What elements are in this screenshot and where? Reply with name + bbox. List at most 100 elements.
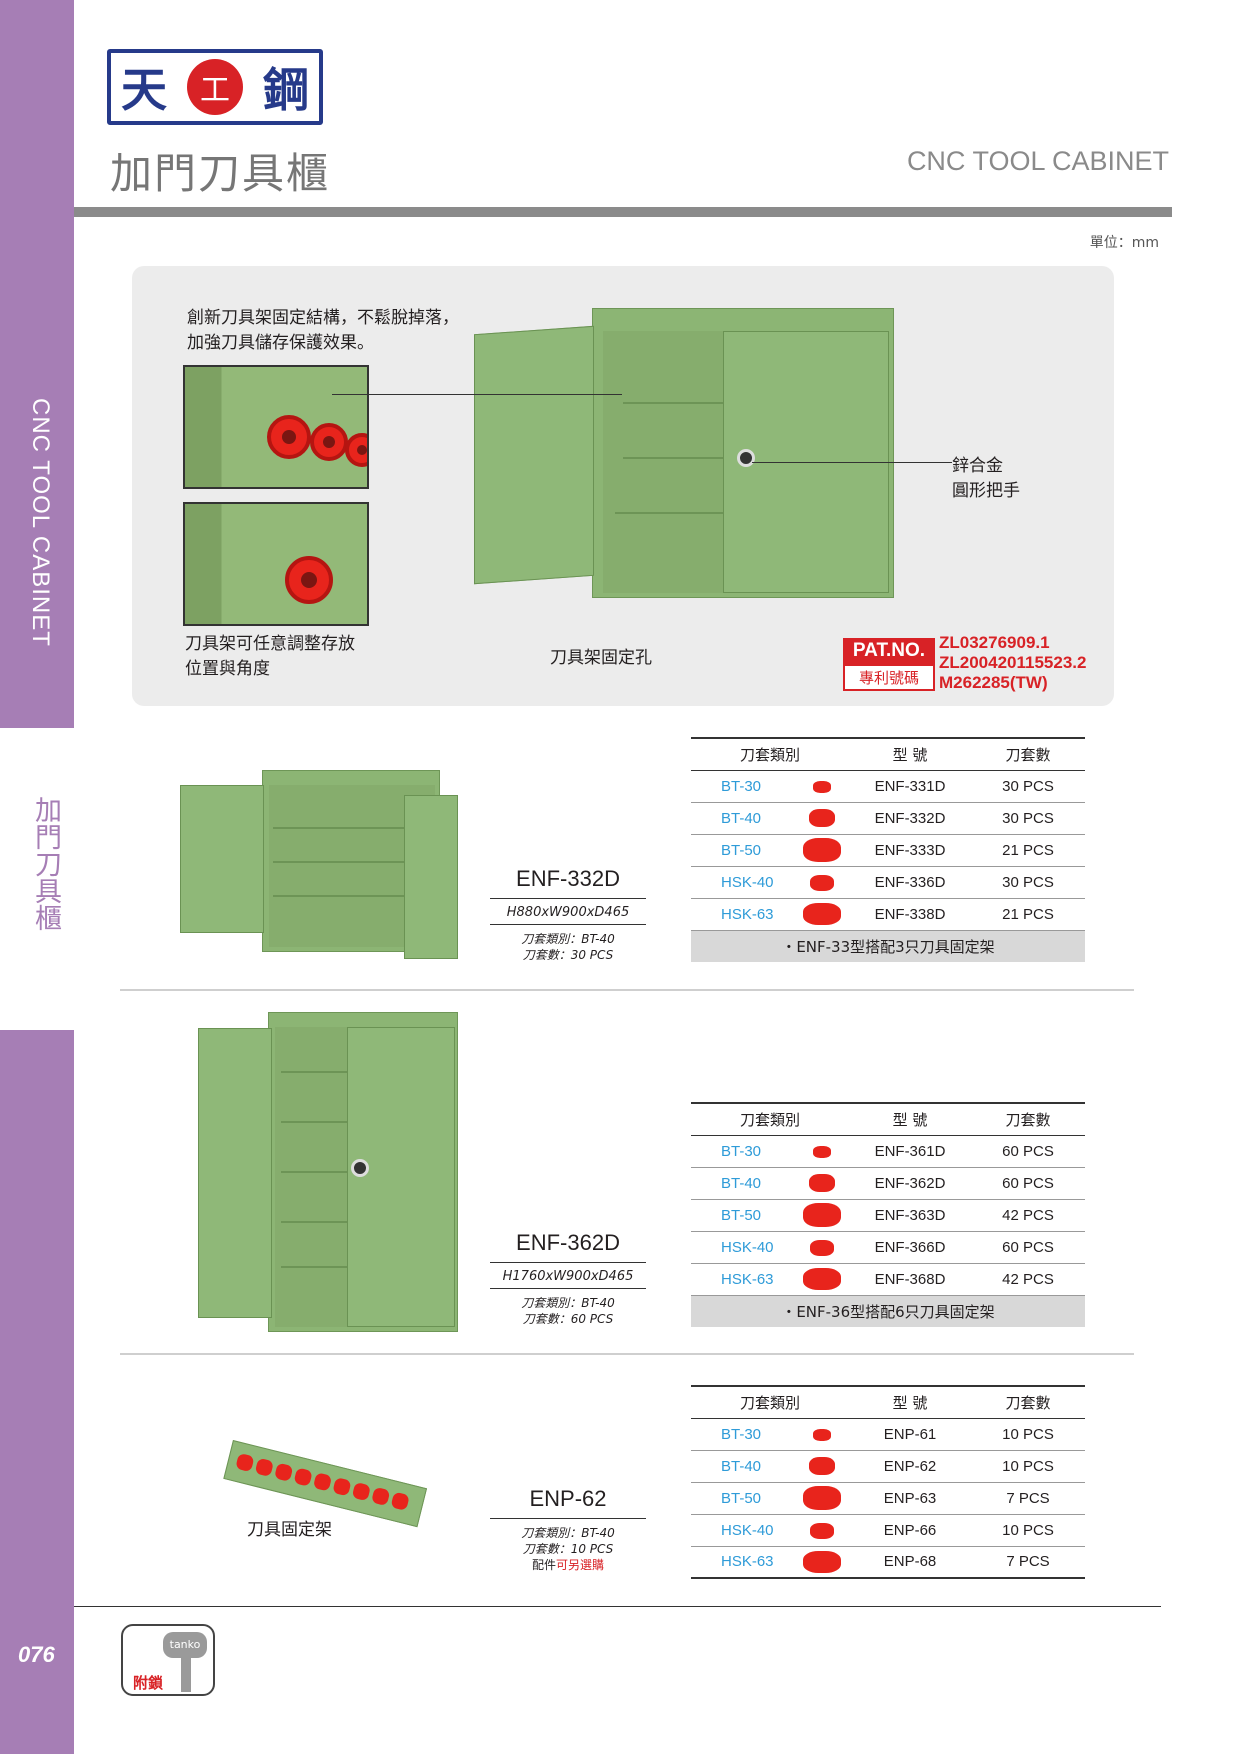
logo-char-left: 天 (121, 63, 167, 117)
cell-model: ENP-61 (849, 1418, 971, 1451)
cell-type: BT-30 (691, 770, 795, 803)
cell-qty: 10 PCS (971, 1514, 1085, 1547)
tool-holder-icon (813, 1145, 831, 1158)
table-note: ・ENF-33型搭配3只刀具固定架 (691, 930, 1085, 962)
cell-qty: 42 PCS (971, 1263, 1085, 1296)
patent-numbers: ZL03276909.1 ZL200420115523.2 M262285(TW… (939, 633, 1086, 693)
cell-model: ENP-66 (849, 1514, 971, 1547)
cell-type: BT-50 (691, 1482, 795, 1515)
cell-qty: 10 PCS (971, 1450, 1085, 1483)
tool-holder-icon (803, 1203, 841, 1227)
round-handle-icon (737, 449, 755, 467)
patent-label-zh: 專利號碼 (843, 664, 935, 691)
tool-holder-icon (809, 809, 835, 828)
tool-holder-icon (803, 903, 841, 925)
cell-type: BT-50 (691, 834, 795, 867)
cell-type: BT-40 (691, 802, 795, 835)
cell-qty: 60 PCS (971, 1231, 1085, 1264)
sidebar-band-bottom (0, 1030, 74, 1754)
sidebar-vertical-title-en: CNC TOOL CABINET (27, 398, 54, 647)
logo-char-right: 鋼 (263, 63, 309, 117)
tool-holder-icon (809, 1457, 835, 1476)
product-model-name: ENF-362D (516, 1230, 620, 1255)
col-header-qty: 刀套數 (971, 1385, 1085, 1419)
cell-type: HSK-63 (691, 1263, 795, 1296)
product-spec: 刀套類別：BT-40 刀套數：60 PCS (490, 1288, 646, 1327)
cell-type: HSK-40 (691, 866, 795, 899)
tool-holder-icon (813, 780, 831, 793)
cell-model: ENP-62 (849, 1450, 971, 1483)
sidebar-vertical-title-zh: 加門刀具櫃 (30, 796, 61, 931)
col-header-model: 型 號 (849, 1102, 971, 1136)
tool-holder-icon (813, 1428, 831, 1441)
feature-panel: 創新刀具架固定結構，不鬆脫掉落， 加強刀具儲存保護效果。 刀具架可任意調整存放 … (132, 266, 1114, 706)
cell-qty: 60 PCS (971, 1167, 1085, 1200)
page-number: 076 (18, 1642, 55, 1667)
unit-label: 單位：mm (1089, 235, 1159, 251)
spec-accessory-prefix: 配件 (531, 1558, 556, 1572)
spec-qty: 刀套數：30 PCS (522, 948, 614, 962)
col-header-qty: 刀套數 (971, 737, 1085, 771)
col-header-model: 型 號 (849, 1385, 971, 1419)
feature-caption-fixing-hole: 刀具架固定孔 (550, 648, 652, 668)
product-model-name: ENF-332D (516, 866, 620, 891)
detail-photo-rack-adjust (183, 502, 369, 626)
tool-holder-icon (803, 1268, 841, 1290)
feature-caption-line: 創新刀具架固定結構，不鬆脫掉落， (187, 308, 459, 328)
cell-model: ENF-338D (849, 898, 971, 931)
leader-line (752, 462, 952, 463)
patent-label: PAT.NO. (843, 638, 935, 664)
cell-model: ENF-332D (849, 802, 971, 835)
tool-holder-icon (809, 1174, 835, 1193)
product-door-left (180, 785, 264, 933)
key-lock-label: 附鎖 (133, 1674, 164, 1692)
cell-type: HSK-40 (691, 1231, 795, 1264)
patent-number: ZL200420115523.2 (939, 653, 1087, 672)
tool-holder-icon (810, 1239, 834, 1256)
cell-model: ENF-368D (849, 1263, 971, 1296)
patent-number: ZL03276909.1 (939, 633, 1050, 652)
cell-qty: 30 PCS (971, 770, 1085, 803)
tool-holder-icon (803, 1550, 841, 1573)
cell-type: HSK-63 (691, 898, 795, 931)
logo-emblem: 工 (187, 59, 243, 115)
cell-type: HSK-40 (691, 1514, 795, 1547)
product-model-name: ENP-62 (529, 1486, 607, 1511)
product-image-enf-362d (268, 1012, 458, 1332)
col-header-model: 型 號 (849, 737, 971, 771)
feature-caption-line: 加強刀具儲存保護效果。 (187, 333, 374, 353)
cell-model: ENF-336D (849, 866, 971, 899)
tool-holder-icon (803, 838, 841, 862)
cell-model: ENF-366D (849, 1231, 971, 1264)
key-icon: tanko (163, 1632, 207, 1658)
tool-rack-label: 刀具固定架 (247, 1520, 332, 1540)
key-shaft (181, 1656, 191, 1692)
feature-caption-line: 刀具架可任意調整存放 (185, 634, 355, 654)
footer-divider (74, 1606, 1161, 1607)
key-lock-badge: tanko 附鎖 (121, 1624, 215, 1696)
spec-type: 刀套類別：BT-40 (521, 1296, 615, 1310)
cell-qty: 21 PCS (971, 834, 1085, 867)
cell-qty: 60 PCS (971, 1135, 1085, 1168)
sidebar-gap (0, 728, 74, 1030)
spec-qty: 刀套數：60 PCS (522, 1312, 614, 1326)
cell-model: ENF-331D (849, 770, 971, 803)
patent-number: M262285(TW) (939, 673, 1048, 692)
cabinet-illustration-left-door (474, 325, 594, 585)
tool-holder-icon (803, 1486, 841, 1510)
page-title-zh: 加門刀具櫃 (110, 149, 331, 198)
spec-accessory: 配件可另選購 (490, 1557, 646, 1573)
feature-caption-top: 創新刀具架固定結構，不鬆脫掉落， 加強刀具儲存保護效果。 (187, 306, 459, 356)
leader-line (332, 394, 622, 395)
